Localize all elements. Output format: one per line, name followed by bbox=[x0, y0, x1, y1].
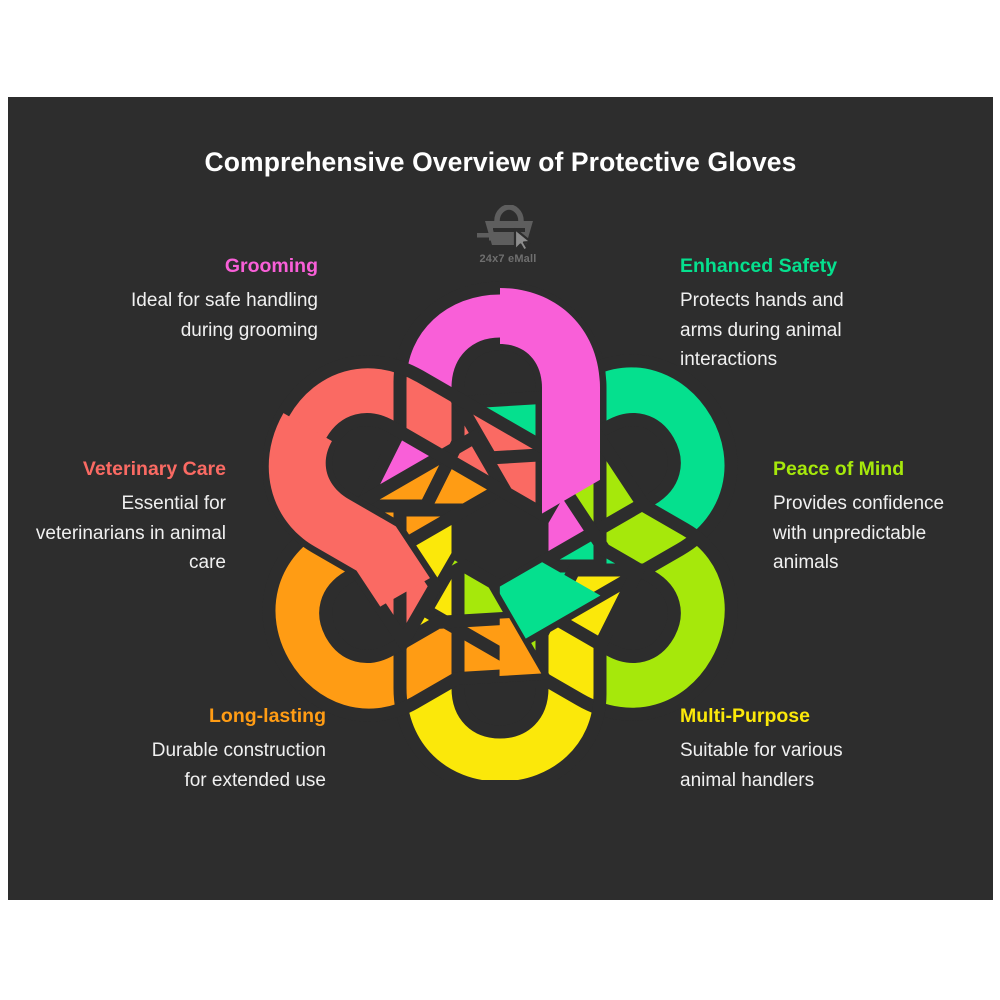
feature-heading-peace-of-mind: Peace of Mind bbox=[773, 458, 905, 480]
feature-heading-grooming: Grooming bbox=[224, 255, 318, 277]
feature-body-veterinary-care: Essential for veterinarians in animal ca… bbox=[35, 493, 226, 573]
feature-enhanced-safety: Enhanced Safety Protects hands and arms … bbox=[680, 255, 885, 374]
feature-multi-purpose: Multi-Purpose Suitable for various anima… bbox=[680, 705, 885, 795]
feature-grooming: Grooming Ideal for safe handling during … bbox=[118, 255, 318, 345]
page-title: Comprehensive Overview of Protective Glo… bbox=[204, 147, 797, 177]
feature-heading-long-lasting: Long-lasting bbox=[209, 705, 326, 727]
feature-body-long-lasting: Durable construction for extended use bbox=[151, 740, 326, 791]
feature-long-lasting: Long-lasting Durable construction for ex… bbox=[126, 705, 326, 795]
brand-logo: 24x7 eMall bbox=[453, 205, 563, 265]
feature-heading-enhanced-safety: Enhanced Safety bbox=[680, 255, 838, 277]
shopping-basket-cursor-icon bbox=[477, 205, 533, 251]
infographic-panel: Comprehensive Overview of Protective Glo… bbox=[8, 97, 993, 900]
feature-heading-multi-purpose: Multi-Purpose bbox=[680, 705, 810, 727]
feature-veterinary-care: Veterinary Care Essential for veterinari… bbox=[26, 458, 226, 577]
feature-body-enhanced-safety: Protects hands and arms during animal in… bbox=[680, 290, 844, 370]
feature-body-multi-purpose: Suitable for various animal handlers bbox=[680, 740, 843, 791]
feature-heading-veterinary-care: Veterinary Care bbox=[82, 458, 226, 480]
feature-body-peace-of-mind: Provides confidence with unpredictable a… bbox=[773, 493, 945, 573]
feature-body-grooming: Ideal for safe handling during grooming bbox=[131, 290, 318, 341]
feature-peace-of-mind: Peace of Mind Provides confidence with u… bbox=[773, 458, 978, 577]
brand-name: 24x7 eMall bbox=[479, 253, 537, 265]
